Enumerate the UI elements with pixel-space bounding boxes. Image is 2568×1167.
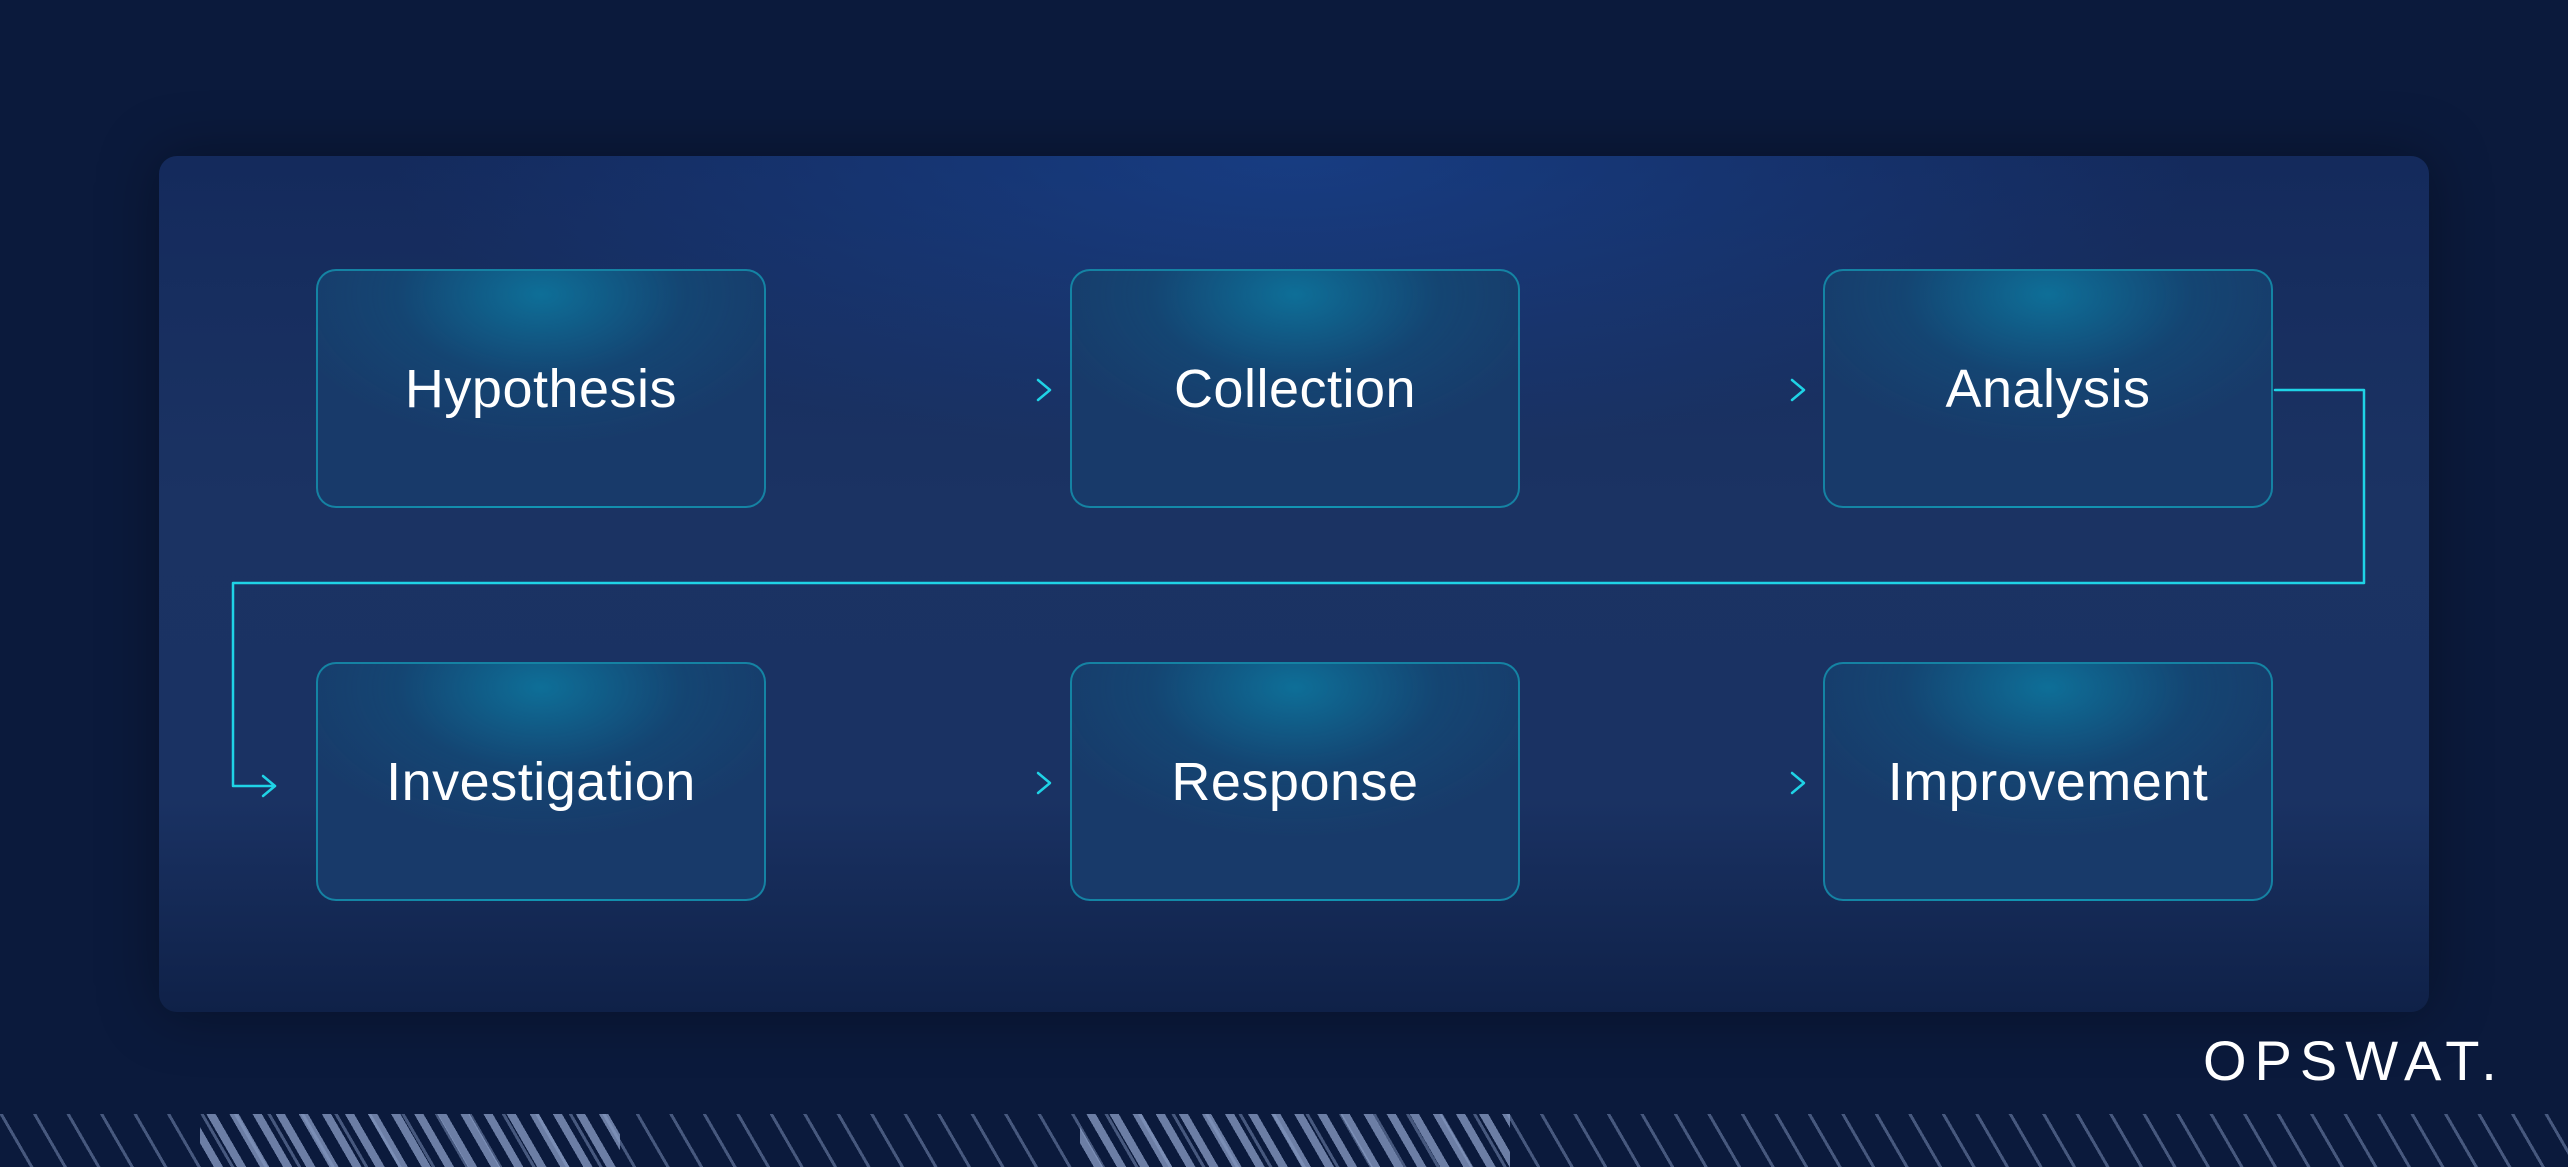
stripe-band (200, 1114, 620, 1167)
decorative-stripes (0, 1114, 2568, 1167)
opswat-logo: OPSWAT. (2203, 1029, 2505, 1092)
arrow-hypothesis-to-collection (776, 378, 1052, 402)
step-label: Investigation (386, 751, 696, 812)
step-hypothesis: Hypothesis (316, 269, 766, 508)
step-investigation: Investigation (316, 662, 766, 901)
arrow-collection-to-analysis (1530, 378, 1806, 402)
connector-analysis-to-investigation (231, 388, 2366, 788)
step-collection: Collection (1070, 269, 1520, 508)
step-response: Response (1070, 662, 1520, 901)
arrow-response-to-improvement (1530, 771, 1806, 795)
arrow-investigation-to-response (776, 771, 1052, 795)
step-label: Analysis (1945, 358, 2151, 419)
step-analysis: Analysis (1823, 269, 2273, 508)
step-label: Collection (1173, 358, 1417, 419)
step-label: Improvement (1887, 751, 2209, 812)
stripe-band (1080, 1114, 1510, 1167)
step-improvement: Improvement (1823, 662, 2273, 901)
arrow-head-investigation (261, 774, 277, 798)
step-label: Hypothesis (404, 358, 678, 419)
step-label: Response (1171, 751, 1419, 812)
